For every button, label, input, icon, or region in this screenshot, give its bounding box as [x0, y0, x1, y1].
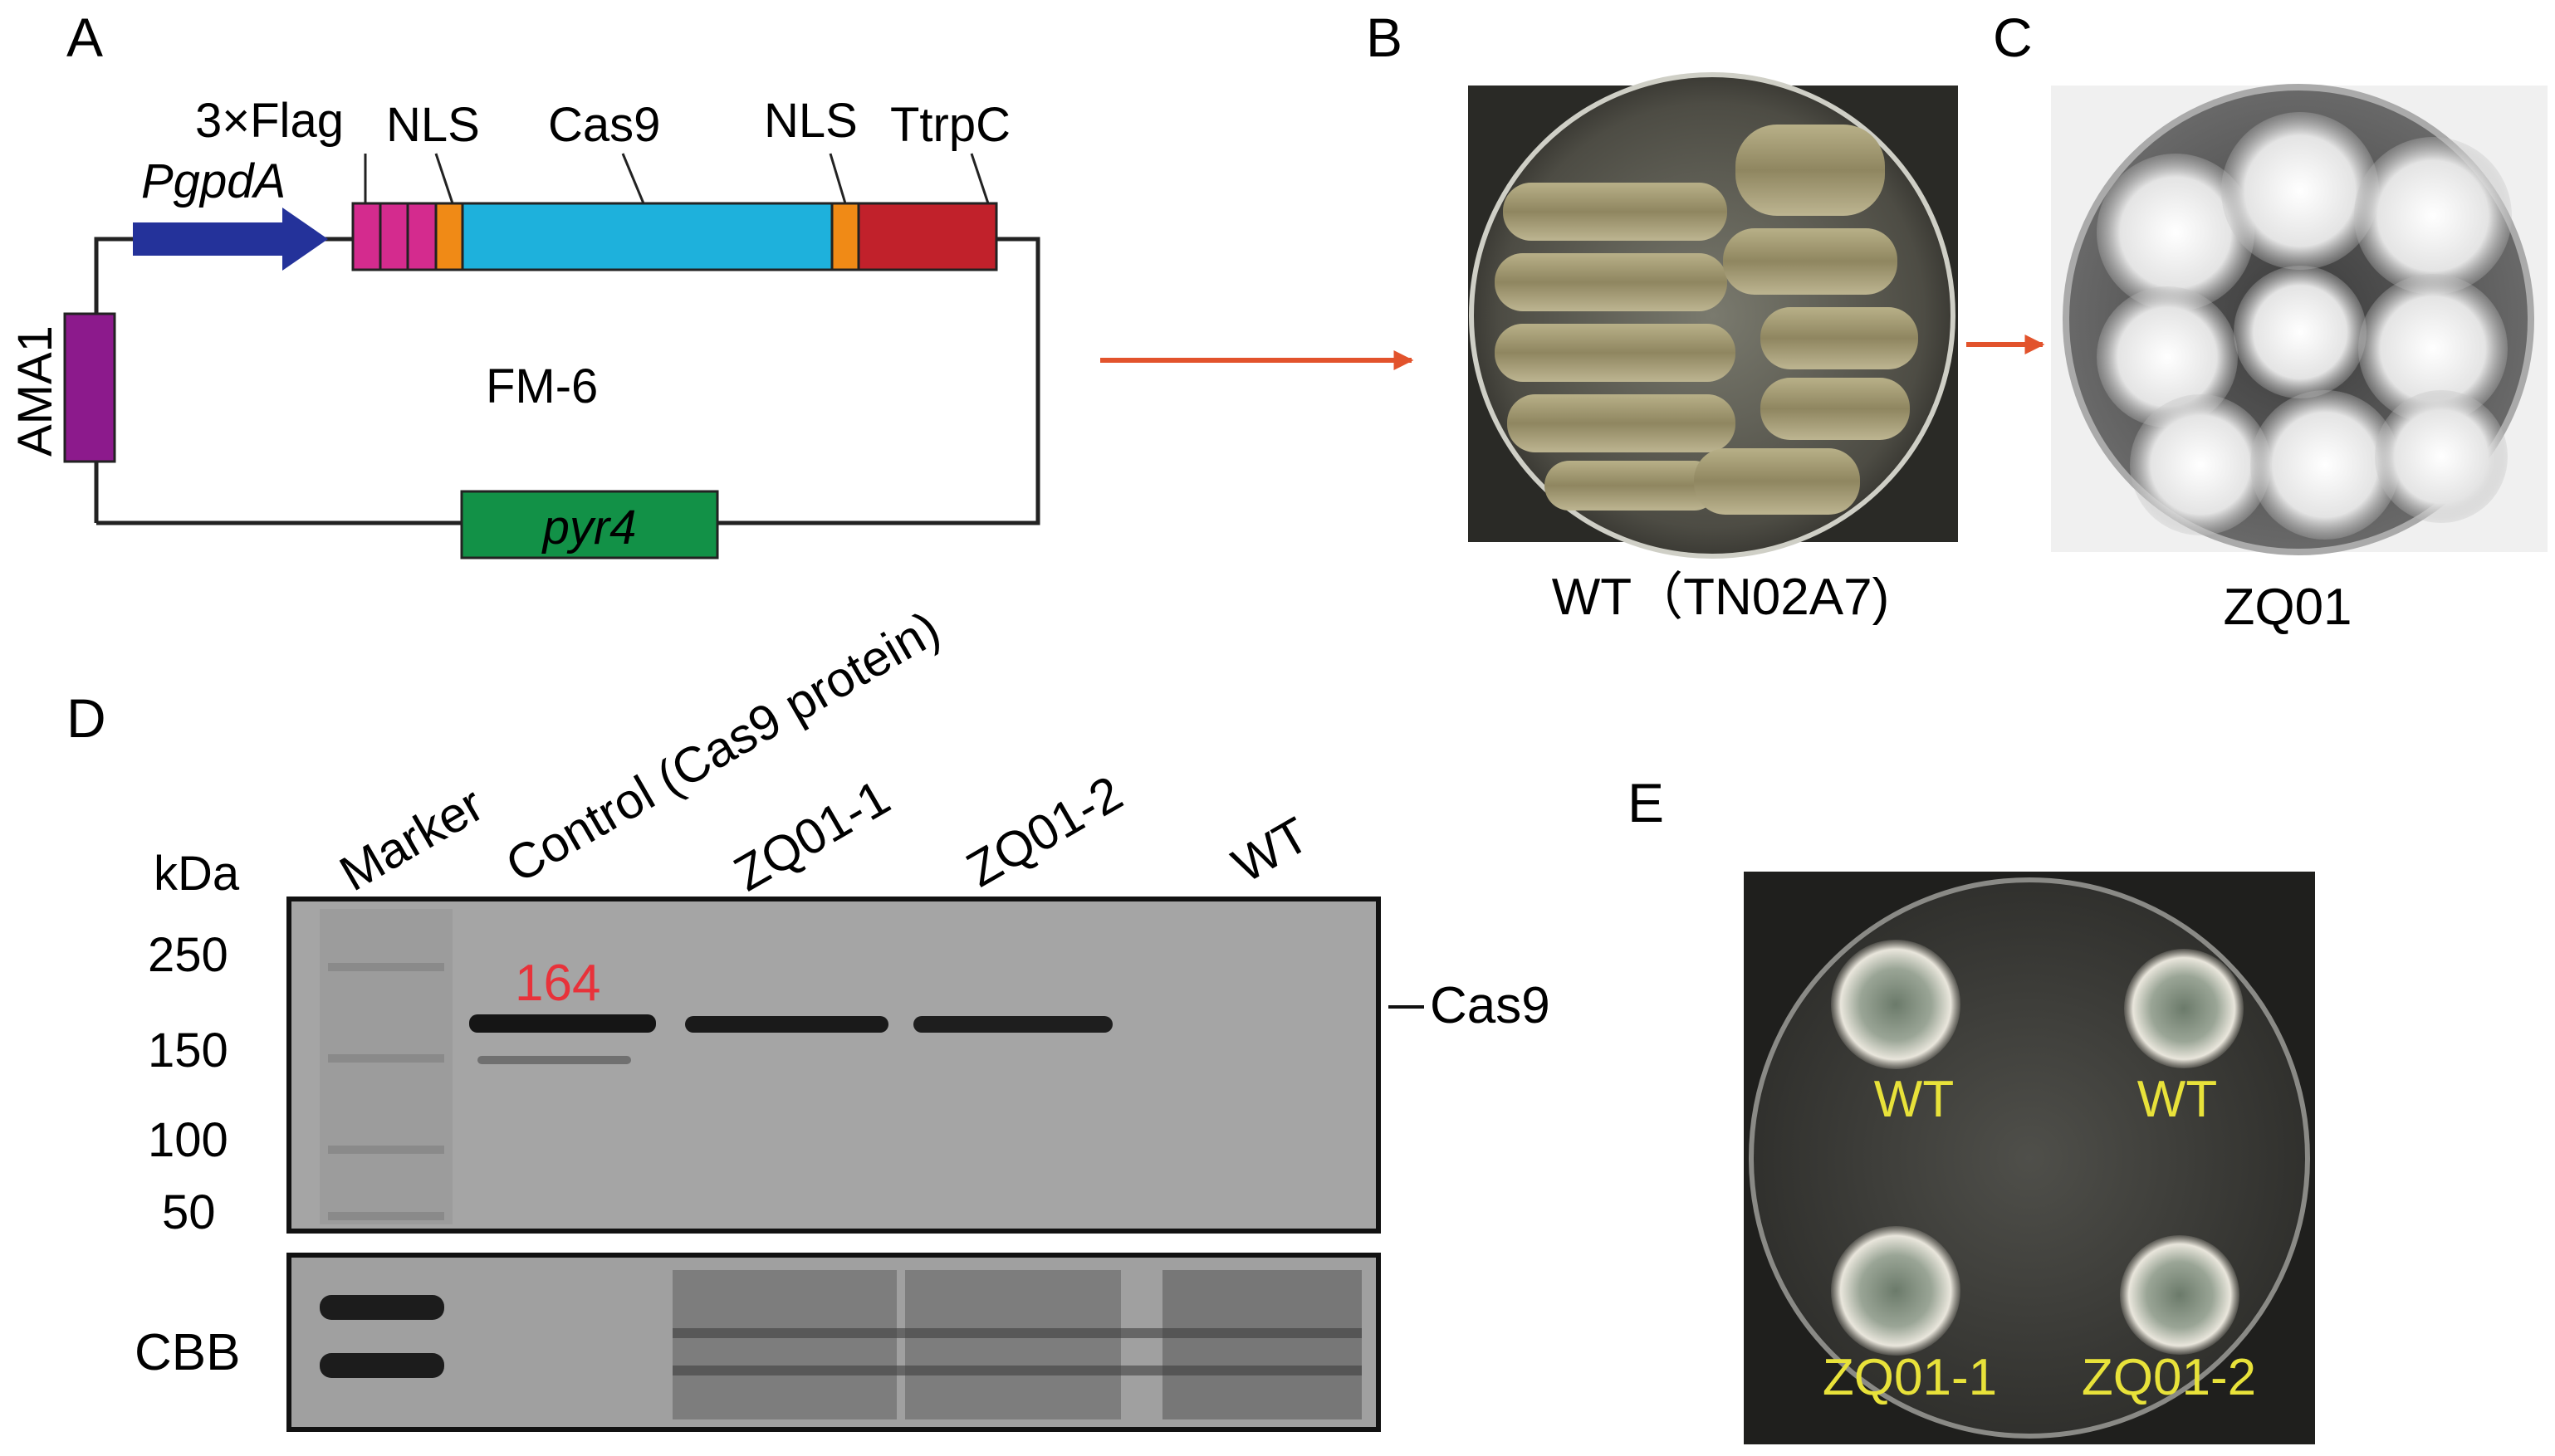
panel-d: D Marker Control (Cas9 protein) ZQ01-1 Z…	[66, 600, 1550, 1432]
panel-c: C ZQ01	[1993, 7, 2548, 636]
promoter-label: PgpdA	[141, 154, 286, 208]
band-size-number: 164	[515, 955, 600, 1012]
plate-e-colony-zq01-2	[2120, 1235, 2239, 1355]
panel-e: E WT WT ZQ01-1 ZQ01-2	[1627, 772, 2315, 1444]
ladder-band	[328, 1212, 444, 1220]
panel-c-letter: C	[1993, 7, 2033, 68]
cbb-label: CBB	[135, 1324, 240, 1381]
plate-c-caption: ZQ01	[2223, 579, 2352, 636]
nls-right-block	[830, 202, 860, 271]
cbb-lane-smear	[1162, 1270, 1362, 1419]
trpc-block	[857, 202, 998, 271]
cbb-marker-band	[320, 1353, 444, 1378]
lane-label-control: Control (Cas9 protein)	[497, 600, 949, 893]
plate-e-colony-wt-left	[1831, 940, 1960, 1069]
cas9-block	[461, 202, 834, 271]
pyr4-block	[460, 490, 719, 559]
plate-b-streak	[1495, 324, 1735, 382]
marker-lane-smear	[320, 909, 453, 1224]
plate-e-label-wt-right: WT	[2137, 1071, 2217, 1128]
plate-c-colony	[2354, 137, 2512, 295]
western-blot	[286, 897, 1381, 1234]
ladder-250: 250	[148, 928, 228, 982]
unit-label: kDa	[154, 847, 240, 901]
ama1-label: AMA1	[8, 325, 62, 457]
cas9-band-control-faint	[477, 1056, 631, 1064]
leader-nls-right	[829, 153, 847, 204]
flag-tag	[351, 202, 438, 271]
plate-b-streak	[1760, 378, 1910, 440]
plate-c-colony	[2358, 274, 2508, 423]
lane-label-wt: WT	[1223, 807, 1318, 894]
ladder-100: 100	[148, 1113, 228, 1167]
panel-a: A PgpdA 3×Flag NLS Cas9 NLS TtrpC AMA1	[8, 7, 1040, 559]
panel-e-letter: E	[1627, 772, 1664, 833]
cbb-lane-smear	[673, 1270, 897, 1419]
cas9-band-zq01-2	[913, 1016, 1113, 1033]
plate-c-colony	[2375, 390, 2508, 523]
plate-b-streak	[1694, 448, 1860, 515]
panel-d-letter: D	[66, 687, 106, 749]
pyr4-label: pyr4	[541, 501, 637, 555]
plate-b-streak	[1503, 183, 1727, 241]
ladder-band	[328, 1054, 444, 1063]
lane-label-marker: Marker	[330, 776, 492, 901]
plate-b-streak	[1544, 461, 1719, 511]
plate-e-colony-zq01-1	[1831, 1226, 1960, 1356]
flag-label: 3×Flag	[195, 94, 344, 148]
plate-c-colony	[2097, 286, 2238, 428]
ladder-50: 50	[162, 1185, 216, 1239]
plate-e-colony-wt-right	[2124, 949, 2244, 1068]
plate-b-streak	[1723, 228, 1897, 295]
plate-e-label-zq01-2: ZQ01-2	[2082, 1349, 2256, 1406]
plate-b-streak	[1495, 253, 1727, 311]
lane-label-zq01-2: ZQ01-2	[957, 765, 1132, 898]
cas9-band-control	[469, 1014, 656, 1033]
ama1-block	[63, 312, 116, 463]
nls-left-block	[434, 202, 464, 271]
panel-b: B WT（TN02A7)	[1366, 7, 1958, 626]
plate-c-colony	[2234, 266, 2367, 398]
plate-c-colony	[2130, 394, 2271, 535]
plate-c-colony	[2250, 390, 2400, 540]
trpc-label: TtrpC	[890, 98, 1011, 152]
plate-b-streak	[1507, 394, 1735, 452]
cbb-lane-band	[673, 1328, 1362, 1338]
panel-b-letter: B	[1366, 7, 1402, 68]
plate-e-label-zq01-1: ZQ01-1	[1823, 1349, 1997, 1406]
plasmid-name: FM-6	[486, 359, 598, 413]
plate-c-colony	[2097, 154, 2254, 311]
cas9-band-label: Cas9	[1430, 977, 1550, 1034]
plate-b-streak	[1760, 307, 1918, 369]
plate-b-streak	[1735, 125, 1885, 216]
plate-c-colony	[2221, 112, 2379, 270]
nls-left-label: NLS	[386, 98, 480, 152]
leader-trpc	[970, 153, 990, 204]
leader-nls-left	[434, 153, 454, 204]
cas9-label: Cas9	[548, 98, 660, 152]
cbb-lane-smear	[905, 1270, 1121, 1419]
ladder-band	[328, 963, 444, 971]
plate-b-caption: WT（TN02A7)	[1552, 569, 1889, 626]
lane-label-zq01-1: ZQ01-1	[725, 770, 899, 902]
cas9-band-zq01-1	[685, 1016, 888, 1033]
panel-a-letter: A	[66, 7, 103, 68]
ladder-band	[328, 1146, 444, 1154]
leader-cas9	[621, 153, 645, 204]
nls-right-label: NLS	[764, 94, 858, 148]
promoter-arrow	[133, 208, 328, 271]
cbb-marker-band	[320, 1295, 444, 1320]
plate-e-label-wt-left: WT	[1874, 1071, 1954, 1128]
cbb-lane-band	[673, 1366, 1362, 1375]
ladder-150: 150	[148, 1024, 228, 1077]
